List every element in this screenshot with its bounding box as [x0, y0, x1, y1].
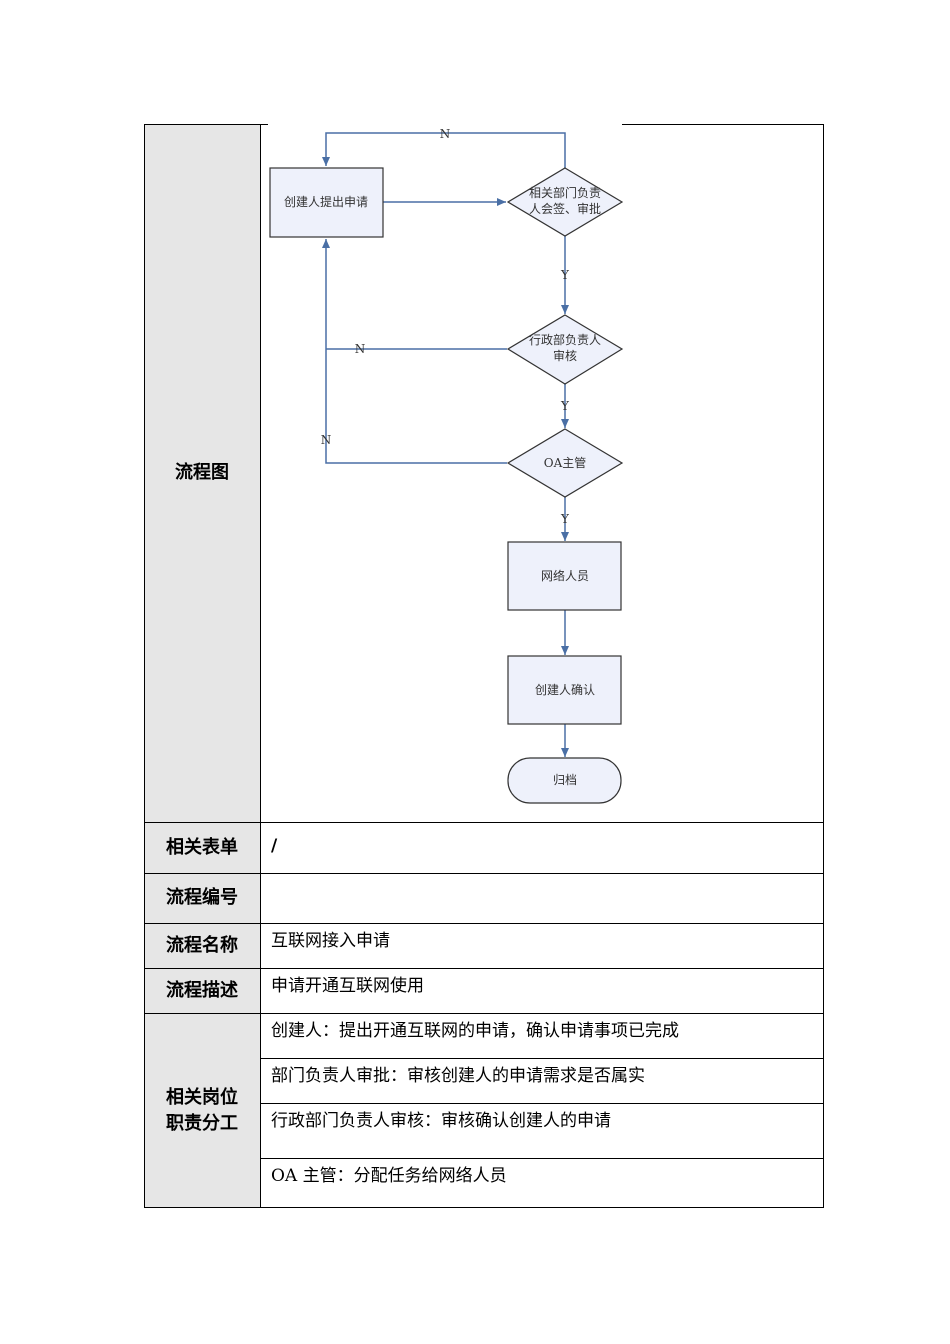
edge-label-yes: Y: [560, 512, 570, 526]
flowchart-header: 流程图: [144, 124, 260, 822]
node-admin-head-label: 审核: [553, 348, 577, 363]
duty-row: OA 主管：分配任务给网络人员: [271, 1166, 507, 1186]
forms-header-label: 相关表单: [166, 836, 238, 858]
table-border: [260, 1058, 824, 1059]
name-header-label: 流程名称: [166, 934, 238, 956]
edge-label-yes: Y: [560, 399, 570, 413]
edge-label-yes: Y: [560, 268, 570, 282]
flowchart-header-label: 流程图: [175, 462, 229, 483]
node-oa-manager: [506, 428, 624, 498]
duty-row: 行政部门负责人审核：审核确认创建人的申请: [271, 1111, 611, 1131]
name-value: 互联网接入申请: [271, 931, 390, 951]
name-header: 流程名称: [144, 923, 260, 968]
table-border: [260, 124, 261, 1208]
node-admin-head-label: 行政部负责人: [529, 332, 601, 347]
flow-arrow: [322, 132, 566, 168]
node-applicant-confirm-label: 创建人确认: [535, 683, 595, 697]
flow-arrow: [322, 239, 507, 464]
table-border: [144, 1013, 824, 1014]
table-border: [622, 124, 824, 125]
duties-header: 相关岗位 职责分工: [144, 1013, 260, 1208]
edge-label-no: N: [355, 342, 366, 356]
table-border: [260, 1103, 824, 1104]
process-table: 流程图 相关表单 流程编号 流程名称 流程描述 相关岗位 职责分工 / 互联网接…: [144, 124, 824, 1208]
desc-header: 流程描述: [144, 968, 260, 1013]
node-dept-head-label: 相关部门负责: [529, 185, 601, 200]
node-dept-head-label: 人会签、审批: [529, 201, 601, 216]
duty-row: 创建人：提出开通互联网的申请，确认申请事项已完成: [271, 1021, 679, 1041]
node-network-staff: [507, 541, 622, 611]
duty-row: 部门负责人审批：审核创建人的申请需求是否属实: [271, 1066, 645, 1086]
node-network-staff-label: 网络人员: [541, 568, 589, 583]
node-oa-manager-label: OA主管: [544, 455, 587, 470]
node-applicant-confirm: [507, 655, 622, 725]
table-border: [260, 1158, 824, 1159]
table-border: [144, 1207, 824, 1208]
table-border: [144, 124, 145, 1208]
table-border: [144, 968, 824, 969]
duties-header-line2: 职责分工: [166, 1112, 238, 1134]
number-header: 流程编号: [144, 873, 260, 923]
desc-header-label: 流程描述: [166, 979, 238, 1001]
forms-value: /: [271, 836, 278, 856]
table-border: [144, 923, 824, 924]
edge-label-no: N: [321, 433, 332, 447]
table-border: [144, 873, 824, 874]
duties-header-line1: 相关岗位: [166, 1086, 238, 1108]
edge-label-no: N: [440, 127, 451, 141]
node-archive: [507, 757, 622, 804]
forms-header: 相关表单: [144, 822, 260, 873]
node-archive-label: 归档: [553, 773, 577, 787]
table-border: [823, 124, 824, 1208]
table-border: [144, 822, 824, 823]
table-border: [144, 124, 268, 125]
number-header-label: 流程编号: [166, 887, 238, 908]
node-applicant-submit-label: 创建人提出申请: [284, 194, 368, 209]
node-admin-head-review: [506, 314, 624, 385]
node-applicant-submit: [269, 167, 384, 238]
node-dept-head-approval: [506, 167, 624, 237]
desc-value: 申请开通互联网使用: [271, 976, 424, 996]
